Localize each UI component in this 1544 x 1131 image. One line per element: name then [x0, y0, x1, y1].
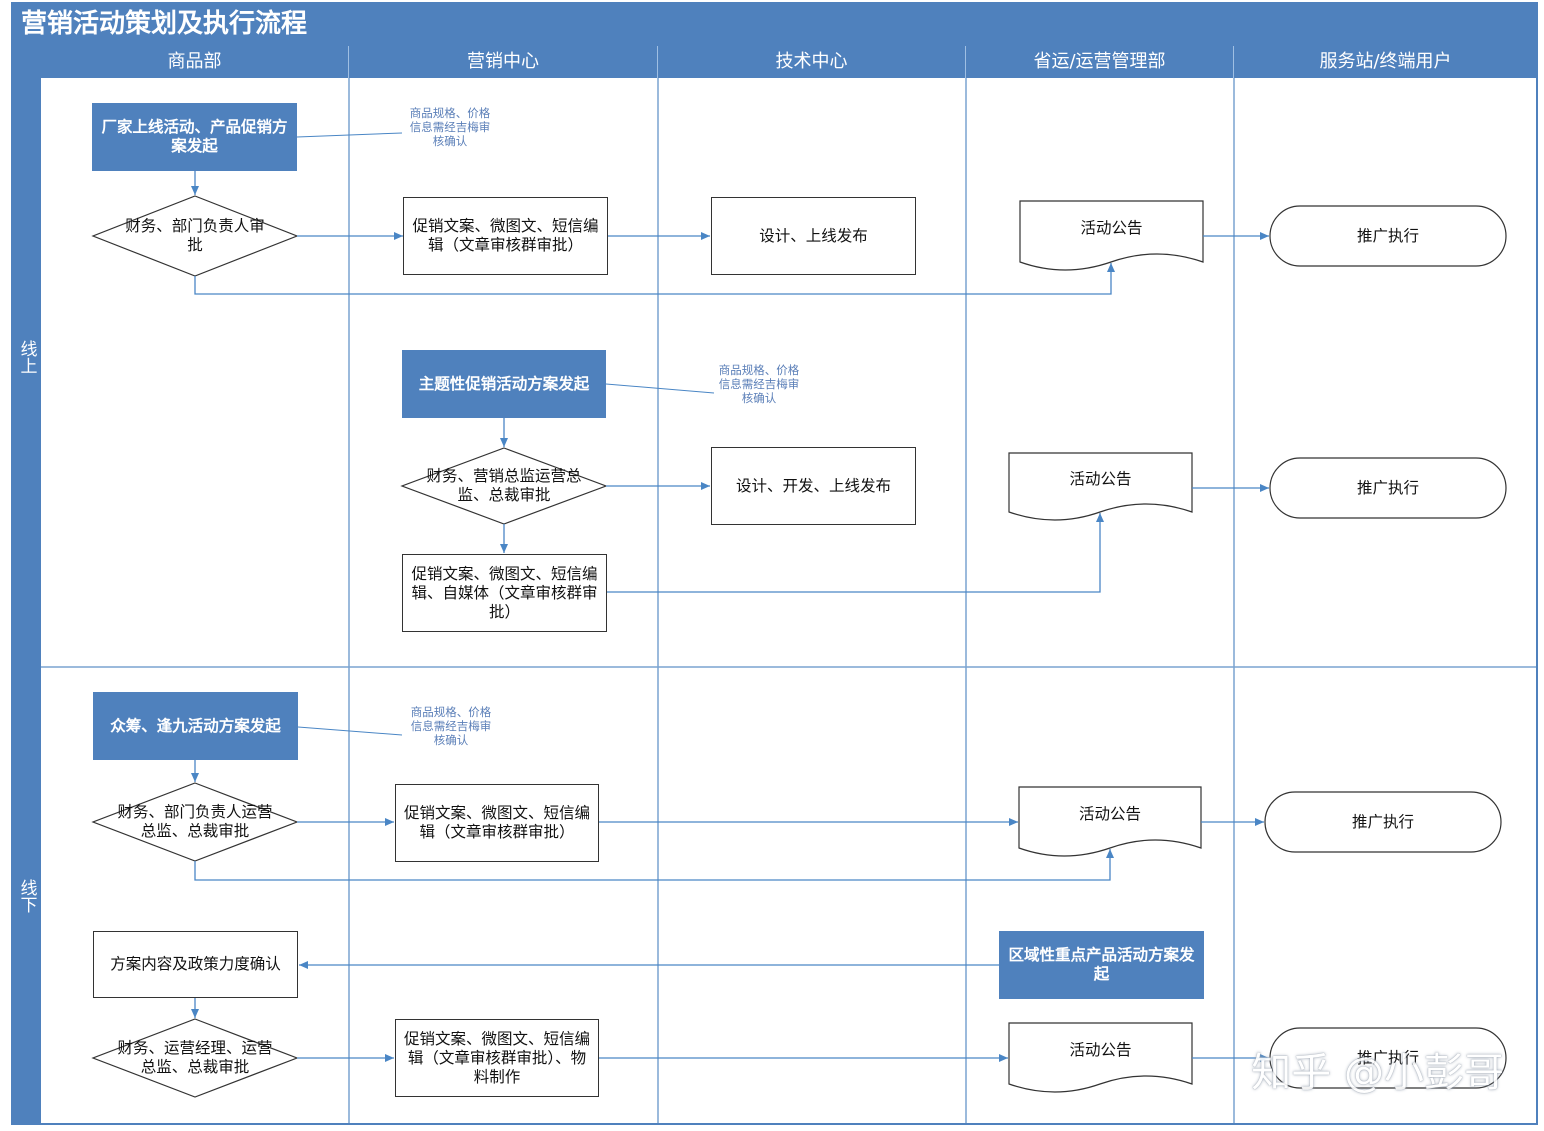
- terminator-shape-t3: [1264, 791, 1502, 853]
- edge-d3-doc3: [194, 849, 1114, 881]
- node-b7: 促销文案、微图文、短信编辑（文章审核群审批）、物料制作: [395, 1019, 599, 1097]
- document-shape-doc3: [1018, 786, 1202, 857]
- node-n3: 众筹、逢九活动方案发起: [93, 692, 298, 760]
- note-1: 商品规格、价格信息需经吉梅审核确认: [409, 106, 491, 148]
- node-doc3: 活动公告: [1078, 804, 1141, 823]
- note-3: 商品规格、价格信息需经吉梅审核确认: [410, 705, 492, 747]
- node-n4: 区域性重点产品活动方案发起: [999, 931, 1204, 999]
- row-header-online: 线上: [13, 46, 41, 667]
- note-link-2: [605, 383, 715, 394]
- watermark-text: 知乎 @小彭哥: [1251, 1050, 1504, 1096]
- node-b4: 促销文案、微图文、短信编辑、自媒体（文章审核群审批）: [402, 554, 607, 632]
- document-shape-doc2: [1008, 452, 1193, 521]
- document-shape-doc1: [1019, 200, 1204, 271]
- terminator-shape-t1: [1269, 205, 1507, 267]
- note-link-3: [297, 726, 403, 736]
- node-d4: 财务、运营经理、运营总监、总裁审批: [117, 1039, 273, 1076]
- node-b2: 设计、上线发布: [711, 197, 916, 275]
- column-header-tech: 技术中心: [658, 46, 966, 78]
- edge-d1-doc1: [194, 263, 1115, 295]
- column-header-service: 服务站/终端用户: [1234, 46, 1537, 78]
- node-b6: 方案内容及政策力度确认: [93, 931, 298, 998]
- decision-shape-d4: [91, 1018, 299, 1098]
- node-n2: 主题性促销活动方案发起: [402, 350, 606, 418]
- node-doc2: 活动公告: [1069, 469, 1132, 488]
- node-t1: 推广执行: [1356, 226, 1419, 245]
- node-b1: 促销文案、微图文、短信编辑（文章审核群审批）: [403, 197, 608, 275]
- terminator-shape-t4: [1269, 1027, 1507, 1089]
- node-b5: 促销文案、微图文、短信编辑（文章审核群审批）: [395, 784, 599, 862]
- node-t3: 推广执行: [1351, 812, 1414, 831]
- note-link-1: [296, 132, 403, 138]
- node-n1: 厂家上线活动、产品促销方案发起: [92, 103, 297, 171]
- column-dividers: [348, 78, 1235, 1124]
- node-t4: 推广执行: [1356, 1048, 1419, 1067]
- node-doc1: 活动公告: [1080, 218, 1143, 237]
- node-d1: 财务、部门负责人审批: [125, 217, 265, 254]
- node-d2: 财务、营销总监运营总监、总裁审批: [426, 467, 582, 504]
- column-header-operations: 省运/运营管理部: [966, 46, 1234, 78]
- node-d3: 财务、部门负责人运营总监、总裁审批: [117, 803, 273, 840]
- terminator-shape-t2: [1269, 457, 1507, 519]
- node-b3: 设计、开发、上线发布: [711, 447, 916, 525]
- document-shape-doc4: [1008, 1022, 1193, 1093]
- diagram-title: 营销活动策划及执行流程: [11, 2, 1538, 46]
- edge-b4-doc2: [606, 513, 1104, 593]
- note-2: 商品规格、价格信息需经吉梅审核确认: [718, 363, 800, 405]
- column-header-marketing: 营销中心: [349, 46, 658, 78]
- node-t2: 推广执行: [1356, 478, 1419, 497]
- column-header-product: 商品部: [41, 46, 349, 78]
- row-header-offline: 线下: [13, 667, 41, 1124]
- node-doc4: 活动公告: [1069, 1040, 1132, 1059]
- connectors: [191, 132, 1269, 1062]
